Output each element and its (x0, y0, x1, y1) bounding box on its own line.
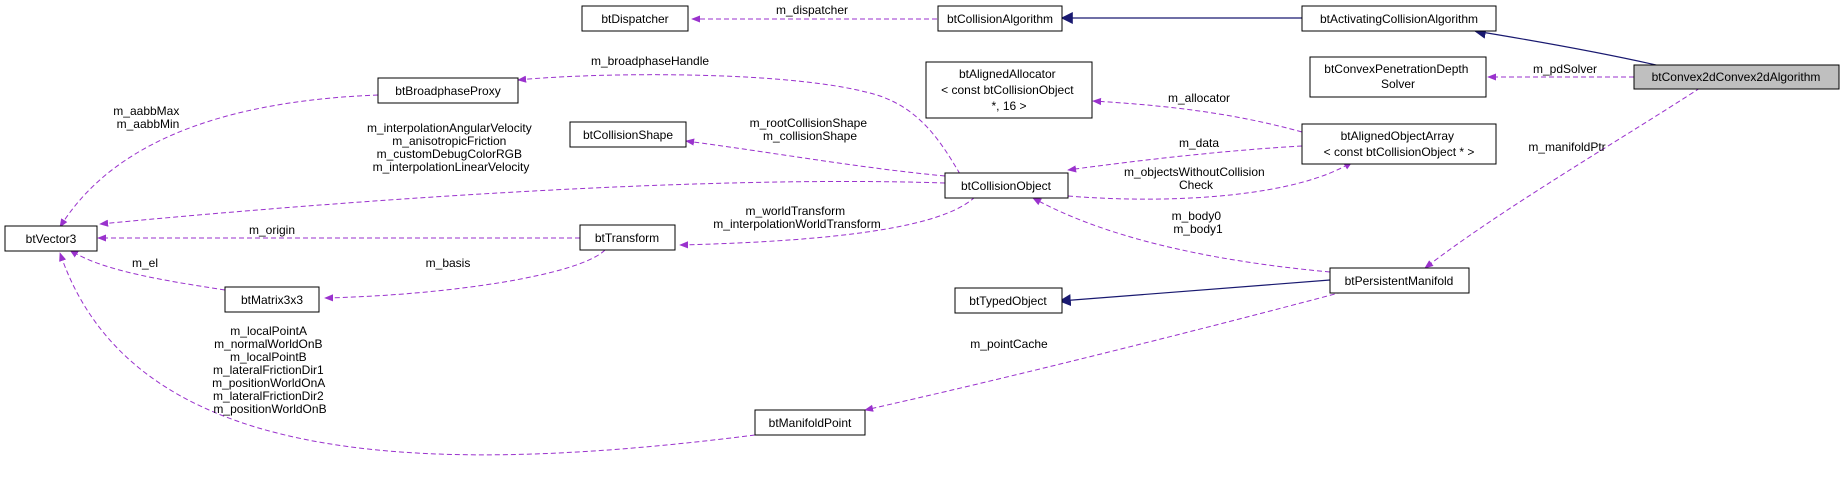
node-btconvexpenetrationdepthsolver[interactable]: btConvexPenetrationDepth Solver (1309, 56, 1487, 98)
edge-label-points: m_localPointA m_normalWorldOnB m_localPo… (212, 324, 328, 416)
usage-edge-manifoldptr (1424, 87, 1701, 269)
svg-text:btVector3: btVector3 (26, 232, 77, 246)
svg-text:btDispatcher: btDispatcher (601, 12, 668, 26)
svg-text:btAlignedAllocator < c: btAlignedAllocator < const btCollisionOb… (941, 67, 1077, 113)
node-btalignedobjectarray[interactable]: btAlignedObjectArray < const btCollision… (1301, 123, 1497, 165)
node-btpersistentmanifold[interactable]: btPersistentManifold (1329, 267, 1470, 294)
node-btcollisionshape[interactable]: btCollisionShape (569, 121, 687, 148)
svg-text:btManifoldPoint: btManifoldPoint (769, 416, 852, 430)
node-btbroadphaseproxy[interactable]: btBroadphaseProxy (377, 77, 519, 104)
edge-label-m-broadphasehandle: m_broadphaseHandle (591, 54, 709, 68)
usage-edge-points (59, 252, 756, 456)
edges (59, 12, 1701, 456)
node-btmatrix3x3[interactable]: btMatrix3x3 (224, 286, 320, 313)
usage-edge-basis (324, 249, 606, 302)
usage-edge-transforms (679, 196, 976, 249)
edge-label-m-dispatcher: m_dispatcher (776, 3, 848, 17)
edge-label-vectors: m_interpolationAngularVelocity m_anisotr… (367, 121, 535, 174)
svg-text:btBroadphaseProxy: btBroadphaseProxy (395, 84, 500, 98)
usage-edge-data (1067, 145, 1303, 173)
node-bttypedobject[interactable]: btTypedObject (954, 287, 1063, 314)
usage-edge-broadphasehandle (517, 74, 961, 175)
edge-label-m-pointcache: m_pointCache (970, 337, 1048, 351)
edge-label-m-origin: m_origin (249, 223, 295, 237)
inherit-edge-persistentmanifold-to-typedobject (1058, 279, 1331, 307)
node-btdispatcher[interactable]: btDispatcher (581, 5, 689, 32)
edge-labels: m_dispatcher m_pdSolver m_broadphaseHand… (113, 3, 1605, 416)
edge-label-m-allocator: m_allocator (1168, 91, 1230, 105)
edge-label-m-manifoldptr: m_manifoldPtr (1528, 140, 1605, 154)
edge-label-bodies: m_body0 m_body1 (1172, 209, 1225, 236)
node-bttransform[interactable]: btTransform (579, 224, 676, 251)
inherit-edge-convex2d-to-activating (1473, 26, 1666, 68)
edge-label-shape: m_rootCollisionShape m_collisionShape (750, 116, 871, 143)
edge-label-transforms: m_worldTransform m_interpolationWorldTra… (713, 204, 880, 231)
edge-label-m-data: m_data (1179, 136, 1219, 150)
svg-text:btActivatingCollisionAlgorithm: btActivatingCollisionAlgorithm (1320, 12, 1478, 26)
node-btalignedallocator[interactable]: btAlignedAllocator < const btCollisionOb… (925, 61, 1093, 119)
svg-text:btCollisionAlgorithm: btCollisionAlgorithm (947, 12, 1053, 26)
edge-label-m-el: m_el (132, 256, 158, 270)
svg-text:btTypedObject: btTypedObject (969, 294, 1047, 308)
svg-text:btConvexPenetrationDepth: btConvexPenetrationDepth Solver (1324, 62, 1471, 91)
edge-label-aabb: m_aabbMax m_aabbMin (113, 104, 182, 131)
usage-edge-bodies (1032, 197, 1331, 273)
node-btactivatingcollisionalgorithm[interactable]: btActivatingCollisionAlgorithm (1301, 5, 1497, 32)
edge-label-objectswithout: m_objectsWithoutCollision Check (1124, 165, 1268, 192)
svg-text:btPersistentManifold: btPersistentManifold (1345, 274, 1454, 288)
nodes: btDispatcher btCollisionAlgorithm btActi… (4, 5, 1840, 436)
svg-text:btAlignedObjectArray <: btAlignedObjectArray < const btCollision… (1324, 129, 1475, 159)
usage-edge-objectswithout (1067, 161, 1353, 200)
node-btcollisionalgorithm[interactable]: btCollisionAlgorithm (937, 5, 1063, 32)
svg-text:btConvex2dConvex2dAlgorithm: btConvex2dConvex2dAlgorithm (1652, 70, 1821, 84)
node-btconvex2dconvex2dalgorithm[interactable]: btConvex2dConvex2dAlgorithm (1633, 64, 1840, 90)
usage-edge-aabb (59, 94, 379, 228)
node-btvector3[interactable]: btVector3 (4, 225, 98, 252)
node-btmanifoldpoint[interactable]: btManifoldPoint (754, 409, 866, 436)
usage-edge-el (69, 249, 226, 291)
svg-text:btMatrix3x3: btMatrix3x3 (241, 293, 303, 307)
usage-edge-allocator (1092, 97, 1303, 133)
usage-edge-vectors (99, 180, 946, 227)
svg-text:btCollisionShape: btCollisionShape (583, 128, 673, 142)
svg-text:btCollisionObject: btCollisionObject (961, 179, 1052, 193)
edge-label-m-pdsolver: m_pdSolver (1533, 62, 1597, 76)
svg-text:btTransform: btTransform (595, 231, 659, 245)
node-btcollisionobject[interactable]: btCollisionObject (944, 172, 1069, 199)
usage-edge-shape (685, 138, 946, 177)
usage-edge-pointcache (864, 289, 1351, 412)
edge-label-m-basis: m_basis (426, 256, 471, 270)
